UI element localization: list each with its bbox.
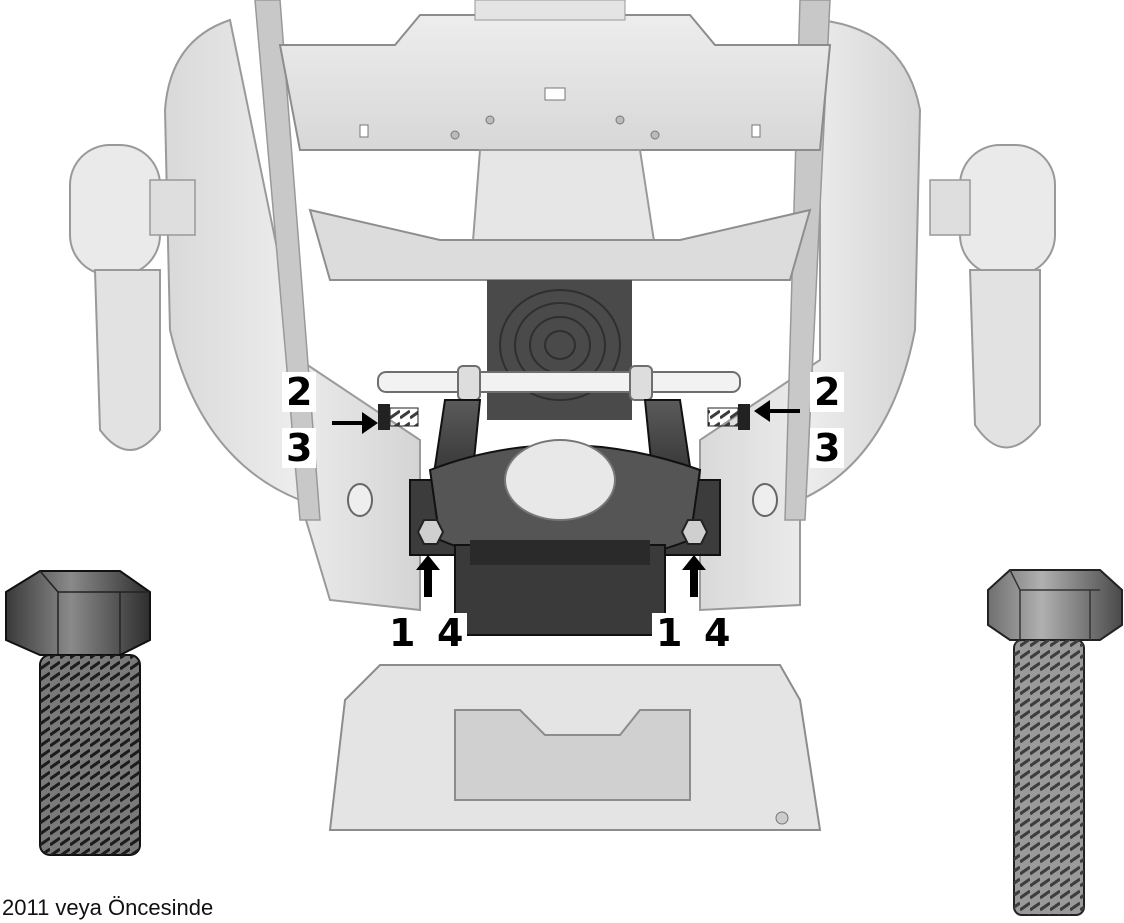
lower-frame xyxy=(328,664,822,831)
arrow-right-icon xyxy=(332,412,378,434)
right-handle xyxy=(929,144,1056,449)
callout-right-2: 2 xyxy=(810,372,845,412)
callout-left-4: 4 xyxy=(433,613,468,653)
bolt-caption: 2011 veya Öncesinde xyxy=(2,895,214,920)
callout-right-1: 1 xyxy=(652,613,687,653)
hole-pattern xyxy=(499,289,621,401)
callout-left-3: 3 xyxy=(282,428,317,468)
arrow-up-icon xyxy=(682,555,706,597)
arrow-left-icon xyxy=(754,400,800,422)
callout-right-4: 4 xyxy=(700,613,735,653)
arrows xyxy=(332,400,800,597)
top-frame xyxy=(278,0,832,151)
bolt-left xyxy=(5,570,151,856)
arrow-up-icon xyxy=(416,555,440,597)
hitch-assembly xyxy=(347,365,778,636)
callout-left-1: 1 xyxy=(385,613,420,653)
bolt-right xyxy=(987,569,1123,916)
callout-right-3: 3 xyxy=(810,428,845,468)
left-handle xyxy=(69,144,196,451)
center-column xyxy=(308,149,812,420)
callout-left-2: 2 xyxy=(282,372,317,412)
